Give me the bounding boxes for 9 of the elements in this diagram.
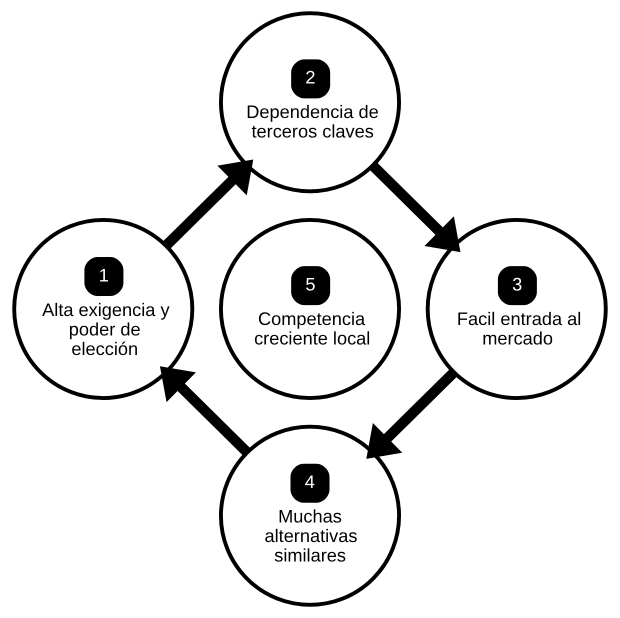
node-circle: 4 Muchas alternativas similares (218, 424, 402, 607)
node-circle: 5 Competencia creciente local (218, 218, 402, 400)
arrow (366, 368, 458, 459)
arrow (370, 162, 460, 252)
node-circle: 1 Alta exigencia y poder de elección (12, 218, 194, 400)
arrow (160, 366, 251, 456)
node-circle: 3 Facil entrada al mercado (426, 218, 608, 400)
node-circle: 2 Dependencia de terceros claves (218, 11, 402, 194)
arrow (162, 160, 254, 250)
